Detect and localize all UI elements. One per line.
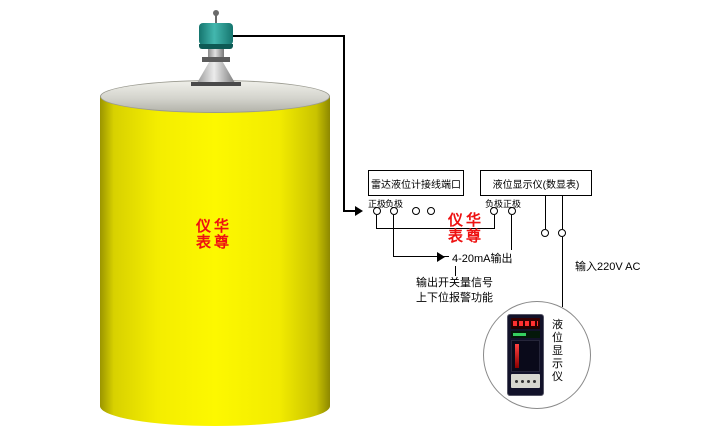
watermark-line1: 仪华 (195, 218, 232, 235)
watermark-on-tank: 仪华 表尊 (192, 219, 236, 251)
display-terminal-1 (490, 207, 498, 215)
level-display-instrument (507, 314, 544, 396)
radar-terminal-box: 雷达液位计接线端口 (368, 170, 464, 196)
arrowhead-into-radar-box-icon (355, 206, 363, 216)
switch-signal-note: 输出开关量信号 上下位报警功能 (416, 276, 493, 306)
watermark-on-wiring: 仪华 表尊 (444, 213, 488, 245)
sensor-head-band (199, 44, 233, 49)
radar-terminal-2 (390, 207, 398, 215)
instrument-button-icon (533, 379, 537, 383)
display-terminal-positive-label: 正极 (503, 199, 522, 209)
instrument-button-icon (514, 379, 518, 383)
display-power-terminal-2 (558, 229, 566, 237)
instrument-bargraph-area (511, 340, 540, 372)
instrument-vertical-label: 液 位 显 示 仪 (551, 319, 564, 384)
instrument-label-char: 示 (552, 358, 563, 370)
display-power-terminal-1 (541, 229, 549, 237)
wire-signal1-across (376, 228, 495, 229)
sensor-antenna-rod (215, 15, 217, 24)
wire-power-down-to-callout (562, 237, 563, 307)
instrument-label-char: 液 (552, 319, 563, 331)
instrument-label-char: 仪 (552, 371, 563, 383)
wire-signal2-up (511, 215, 512, 257)
watermark-line2: 表尊 (447, 228, 484, 245)
display-terminal-2 (508, 207, 516, 215)
instrument-button-panel (511, 374, 540, 388)
arrowhead-4-20ma-icon (437, 252, 445, 262)
sensor-flange (202, 57, 230, 62)
sensor-head (199, 23, 233, 45)
radar-terminal-3 (412, 207, 420, 215)
sensor-neck (208, 49, 224, 58)
sensor-horn-antenna (197, 62, 235, 83)
instrument-green-led-display (511, 331, 540, 338)
radar-terminal-1 (373, 207, 381, 215)
watermark-line1: 仪华 (447, 212, 484, 229)
wire-arrow-stub (343, 210, 356, 212)
display-terminal-box-title: 液位显示仪(数显表) (492, 179, 580, 191)
radar-terminal-box-title: 雷达液位计接线端口 (371, 179, 461, 191)
instrument-button-icon (527, 379, 531, 383)
label-4-20ma-output: 4-20mA输出 (449, 250, 516, 266)
wire-signal1-down (376, 215, 377, 229)
wire-switch-stub (455, 263, 456, 276)
instrument-red-led-display (511, 318, 540, 329)
sensor-antenna-tip (213, 10, 219, 16)
label-input-220v: 输入220V AC (575, 261, 641, 273)
sensor-mounting-plate (191, 82, 241, 86)
radar-terminal-positive-label: 正极 (368, 199, 387, 209)
watermark-line2: 表尊 (195, 234, 232, 251)
instrument-label-char: 位 (552, 332, 563, 344)
display-terminal-box: 液位显示仪(数显表) (480, 170, 592, 196)
radar-terminal-4 (427, 207, 435, 215)
wire-power-stub-2 (562, 196, 563, 229)
wire-power-stub-1 (545, 196, 546, 229)
switch-signal-line1: 输出开关量信号 (416, 277, 493, 289)
wire-signal2-down (393, 215, 394, 257)
instrument-button-icon (520, 379, 524, 383)
display-terminal-negative-label: 负极 (485, 199, 504, 209)
switch-signal-line2: 上下位报警功能 (416, 292, 493, 304)
wire-sensor-vertical (343, 35, 345, 212)
radar-terminal-negative-label: 负极 (385, 199, 404, 209)
instrument-label-char: 显 (552, 345, 563, 357)
wire-sensor-horizontal (233, 35, 345, 37)
wire-signal1-up (494, 215, 495, 229)
tank-body (100, 96, 330, 426)
